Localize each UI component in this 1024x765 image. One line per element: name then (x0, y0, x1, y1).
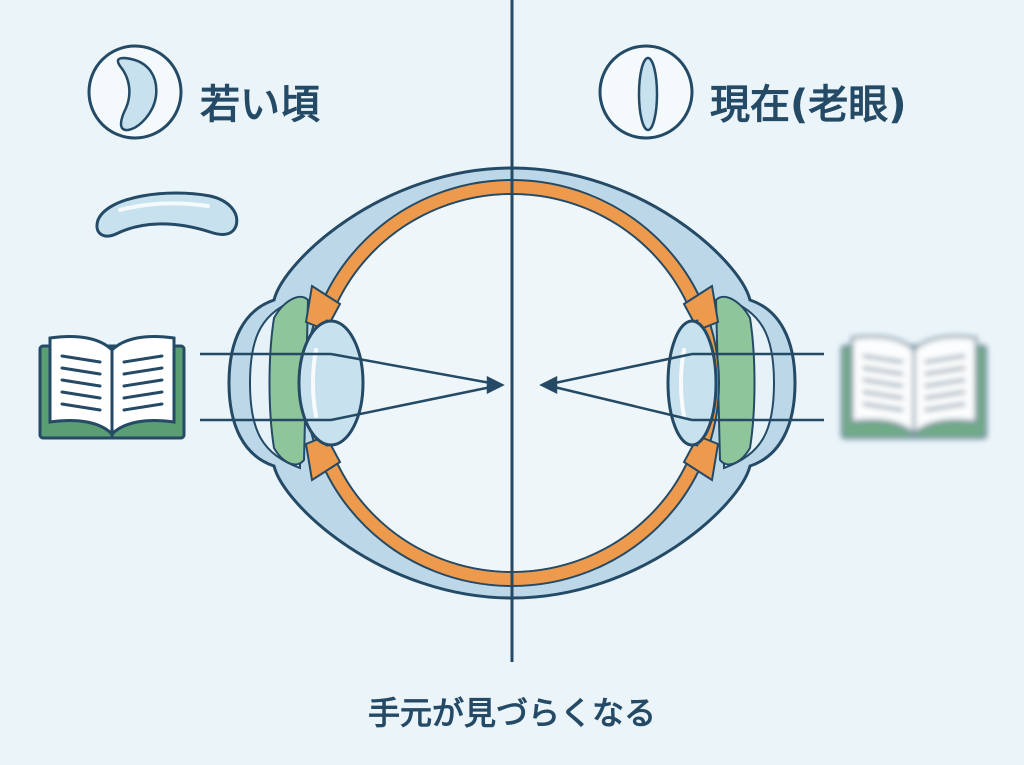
present-label: 現在(老眼) (710, 82, 907, 128)
ciliary-muscle-left (268, 295, 310, 466)
light-rays-young (200, 352, 505, 422)
young-lens-shape (95, 191, 239, 238)
young-label: 若い頃 (200, 82, 320, 128)
blurred-book-icon (840, 335, 988, 440)
eye-lens-young (297, 319, 365, 447)
thin-lens-icon (598, 44, 694, 140)
caption: 手元が見づらくなる (367, 694, 656, 732)
open-book-icon (38, 335, 186, 440)
eye-lens-present (666, 319, 718, 447)
ciliary-muscle-right (714, 295, 756, 466)
thick-lens-icon (87, 44, 183, 140)
light-rays-present (539, 352, 824, 422)
